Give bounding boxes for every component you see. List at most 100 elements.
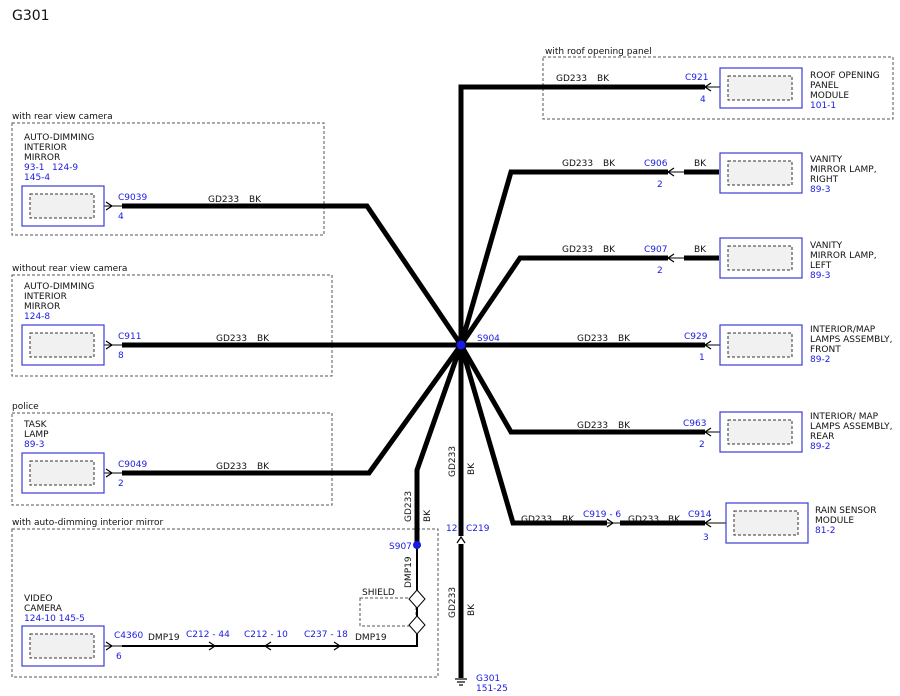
module-roof-inner (727, 75, 793, 101)
wire-vanity-left-a (458, 255, 668, 347)
wire-vanity-left-color2: BK (694, 245, 707, 255)
connector-c237-label: C237 - 18 (304, 630, 348, 640)
wire-vanity-right-circuit: GD233 (562, 159, 593, 169)
wire-dmp19-label-a: DMP19 (148, 633, 180, 643)
connector-c212b-symbol (263, 641, 272, 651)
connector-c919-label: C919 - 6 (583, 510, 621, 520)
connector-c963-pin: 2 (699, 440, 705, 450)
module-mirror-nocam-label3: MIRROR (24, 302, 60, 312)
module-vanity-right-label1: VANITY (810, 155, 843, 165)
wire-vanity-right-color: BK (603, 159, 616, 169)
module-roof-label3: MODULE (810, 91, 849, 101)
connector-c911-label: C911 (118, 332, 141, 342)
module-video-inner (29, 633, 95, 659)
connector-c9039-pin: 4 (118, 212, 124, 222)
connector-c219-pin: 12 (446, 524, 457, 534)
module-rain-inner (733, 510, 799, 536)
group-label-police: police (12, 402, 39, 412)
connector-c921-label: C921 (685, 73, 708, 83)
wire-s907-circuit: GD233 (404, 491, 414, 522)
wire-rain-color: BK (562, 515, 575, 525)
module-map-front-ref: 89-2 (810, 355, 830, 365)
module-map-front-label3: FRONT (810, 345, 841, 355)
wire-rain-circuit2: GD233 (628, 515, 659, 525)
wire-mirror-cam (122, 203, 464, 347)
wire-mirror-cam-color: BK (249, 195, 262, 205)
module-vanity-left-inner (727, 245, 793, 271)
shield-diamond-bottom (408, 615, 426, 635)
shield-box (359, 597, 417, 627)
splice-s904-label: S904 (477, 334, 500, 344)
module-map-rear-label1: INTERIOR/ MAP (810, 412, 879, 422)
module-mirror-nocam-ref: 124-8 (24, 312, 50, 322)
module-task-label1: TASK (23, 420, 48, 430)
ground-ref: 151-25 (476, 684, 508, 694)
wire-rain-a (458, 344, 607, 526)
group-label-auto-dim: with auto-dimming interior mirror (12, 518, 164, 528)
wire-dmp19-vertical-label: DMP19 (404, 556, 414, 588)
connector-c4360-pin: 6 (116, 652, 122, 662)
module-mirror-cam-ref1: 93-1 (24, 163, 44, 173)
wire-dmp19-label-b: DMP19 (355, 633, 387, 643)
connector-c911-pin: 8 (118, 351, 124, 361)
wire-task-color: BK (257, 462, 270, 472)
wire-trunk-upper-color: BK (467, 462, 477, 475)
module-map-rear-label2: LAMPS ASSEMBLY, (810, 422, 893, 432)
module-rain-label1: RAIN SENSOR (815, 506, 876, 516)
wire-vanity-left-color: BK (603, 245, 616, 255)
wire-dmp19-horizontal (122, 634, 418, 647)
module-mirror-nocam-inner (29, 332, 95, 358)
module-mirror-cam-ref3: 145-4 (24, 173, 50, 183)
module-mirror-cam-label2: INTERIOR (24, 143, 67, 153)
connector-c907-pin: 2 (657, 266, 663, 276)
wire-vanity-right-color2: BK (694, 159, 707, 169)
module-vanity-left-label2: MIRROR LAMP, (810, 251, 877, 261)
module-vanity-left-label1: VANITY (810, 241, 843, 251)
module-vanity-right-label3: RIGHT (810, 175, 839, 185)
connector-c212b-label: C212 - 10 (244, 630, 288, 640)
wire-vanity-right-a (458, 169, 668, 346)
connector-c906-label: C906 (644, 159, 668, 169)
module-vanity-left-ref: 89-3 (810, 271, 830, 281)
module-task-inner (29, 460, 95, 486)
wire-s907-color: BK (423, 509, 433, 522)
connector-c212a-label: C212 - 44 (186, 630, 230, 640)
connector-c907-label: C907 (644, 245, 667, 255)
wire-vanity-left-circuit: GD233 (562, 245, 593, 255)
group-label-rear-cam: with rear view camera (12, 112, 113, 122)
module-roof-ref: 101-1 (810, 101, 836, 111)
module-mirror-cam-label3: MIRROR (24, 153, 60, 163)
splice-s907-dot (413, 541, 421, 549)
module-mirror-cam-inner (29, 193, 95, 219)
connector-c914-pin: 3 (703, 533, 709, 543)
wire-map-front-color: BK (618, 334, 631, 344)
connector-c219-label: C219 (466, 524, 490, 534)
shield-label: SHIELD (362, 588, 395, 598)
wire-s907 (414, 344, 464, 545)
module-vanity-right-inner (727, 160, 793, 186)
connector-c9039-label: C9039 (118, 193, 147, 203)
module-mirror-cam-ref2: 124-9 (52, 163, 78, 173)
splice-s907-label: S907 (389, 542, 412, 552)
module-roof-label1: ROOF OPENING (810, 71, 880, 81)
module-vanity-right-label2: MIRROR LAMP, (810, 165, 877, 175)
wire-roof-circuit: GD233 (556, 74, 587, 84)
module-vanity-left-label3: LEFT (810, 261, 832, 271)
wire-map-rear-circuit: GD233 (577, 421, 608, 431)
connector-c929-label: C929 (684, 332, 708, 342)
diagram-title: G301 (12, 8, 50, 24)
module-map-rear-ref: 89-2 (810, 442, 830, 452)
module-mirror-cam-label1: AUTO-DIMMING (24, 133, 94, 143)
group-box-police (11, 412, 333, 506)
connector-c237-symbol (333, 641, 342, 651)
connector-c219-symbol (456, 535, 466, 544)
connector-c9049-label: C9049 (118, 460, 147, 470)
module-rain-ref: 81-2 (815, 526, 835, 536)
wire-rain-color2: BK (668, 515, 681, 525)
wire-trunk-lower-circuit: GD233 (448, 587, 458, 618)
group-box-auto-dim (11, 528, 439, 678)
wire-roof-color: BK (597, 74, 610, 84)
connector-c9049-pin: 2 (118, 479, 124, 489)
